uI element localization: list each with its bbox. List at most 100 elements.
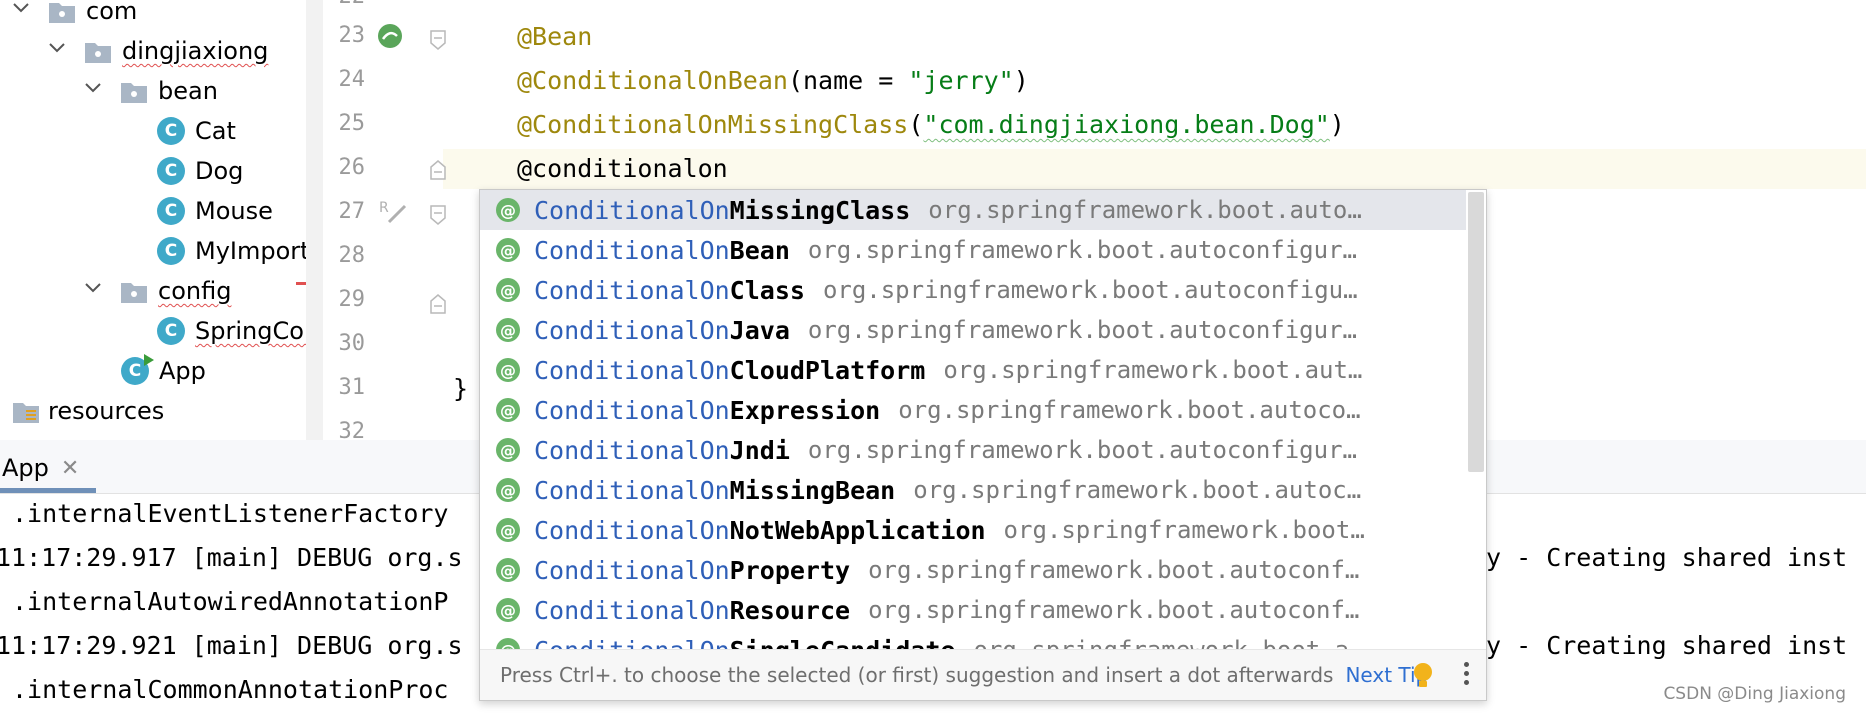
code-line-23: @Bean (517, 22, 592, 51)
code-text: ( (908, 110, 924, 139)
annotation-icon: @ (496, 398, 520, 422)
console-line: .internalAutowiredAnnotationP (12, 587, 449, 616)
annotation: @Bean (517, 22, 593, 51)
fold-marker-icon[interactable] (430, 30, 446, 50)
class-icon: C (157, 157, 185, 185)
tree-item-label: MyImportSe (195, 237, 323, 265)
match-prefix: ConditionalOn (534, 595, 730, 625)
annotation-icon: @ (496, 198, 520, 222)
tab-app[interactable]: App ✕ (0, 444, 79, 492)
tree-item-label: dingjiaxiong (122, 37, 269, 65)
completion-package: org.springframework.boot.autoconf… (868, 596, 1360, 624)
annotation: @ConditionalOnBean (517, 66, 788, 95)
current-line-highlight (323, 149, 1866, 189)
completion-name: Jndi (729, 435, 790, 465)
panel-divider[interactable] (306, 0, 323, 440)
match-prefix: ConditionalOn (534, 355, 730, 385)
tree-item-cat[interactable]: C Cat (157, 112, 236, 150)
tree-item-dingjiaxiong[interactable]: dingjiaxiong (84, 32, 268, 70)
fold-marker-icon[interactable] (430, 160, 446, 180)
completion-name: NotWebApplication (729, 515, 986, 545)
bean-gutter-icon[interactable] (375, 22, 405, 50)
annotation-icon: @ (496, 518, 520, 542)
console-line: 11:17:29.917 [main] DEBUG org.s (0, 543, 463, 572)
match-prefix: ConditionalOn (534, 315, 730, 345)
match-prefix: ConditionalOn (534, 475, 730, 505)
chevron-down-icon[interactable] (80, 72, 108, 110)
tree-item-label: SpringConf (195, 317, 323, 345)
project-tree: com dingjiaxiong bean C Cat C Dog C Mous… (0, 0, 323, 440)
completion-package: org.springframework.boot.auto… (928, 196, 1362, 224)
code-text: ) (1329, 110, 1345, 139)
completion-name: Java (729, 315, 790, 345)
code-line-25: @ConditionalOnMissingClass("com.dingjiax… (517, 110, 1345, 139)
tree-item-label: com (86, 0, 138, 25)
fold-marker-icon[interactable] (430, 205, 446, 225)
lightbulb-icon[interactable] (1412, 662, 1434, 690)
completion-package: org.springframework.boot.autoconfigur… (807, 316, 1357, 344)
completion-package: org.springframework.boot.autoc… (913, 476, 1362, 504)
chevron-down-icon[interactable] (8, 0, 36, 30)
tree-item-mouse[interactable]: C Mouse (157, 192, 273, 230)
tree-item-config[interactable]: config (120, 272, 231, 310)
line-number: 27 (338, 199, 366, 224)
match-prefix: ConditionalOn (534, 515, 730, 545)
chevron-down-icon[interactable] (80, 272, 108, 310)
edit-gutter-icon[interactable]: R (379, 196, 409, 226)
console-line: .internalCommonAnnotationProc (12, 675, 449, 704)
completion-package: org.springframework.boot.autoconfigur… (807, 236, 1357, 264)
annotation-icon: @ (496, 558, 520, 582)
completion-name: Expression (729, 395, 881, 425)
package-folder-icon (49, 3, 75, 23)
line-number: 30 (338, 331, 366, 356)
string-literal: "jerry" (908, 66, 1014, 95)
code-text: ) (1013, 66, 1029, 95)
next-tip-link[interactable]: Next Tip (1345, 663, 1429, 687)
annotation-icon: @ (496, 438, 520, 462)
tree-item-springconfig[interactable]: C SpringConf (157, 312, 323, 350)
line-number: 29 (338, 287, 366, 312)
line-number: 23 (338, 23, 366, 48)
chevron-down-icon[interactable] (44, 32, 72, 70)
tree-item-app[interactable]: C App (121, 352, 206, 390)
completion-name: Resource (729, 595, 851, 625)
completion-package: org.springframework.boot.autoconf… (868, 556, 1360, 584)
annotation-icon: @ (496, 598, 520, 622)
console-line: 11:17:29.921 [main] DEBUG org.s (0, 631, 463, 660)
close-icon[interactable]: ✕ (60, 455, 80, 481)
class-icon: C (157, 117, 185, 145)
match-prefix: ConditionalOn (534, 395, 730, 425)
tree-item-com[interactable]: com (48, 0, 137, 30)
popup-scrollbar[interactable] (1468, 192, 1484, 472)
tree-item-bean[interactable]: bean (120, 72, 218, 110)
annotation-icon: @ (496, 478, 520, 502)
code-line-26[interactable]: @conditionalon (517, 154, 728, 183)
resources-folder-icon (13, 403, 39, 423)
match-prefix: ConditionalOn (534, 195, 730, 225)
completion-name: Class (729, 275, 805, 305)
code-line-31: } (453, 374, 468, 403)
tree-item-resources[interactable]: resources (12, 392, 164, 430)
tree-item-dog[interactable]: C Dog (157, 152, 243, 190)
tab-label: App (2, 454, 49, 482)
tree-item-myimportselector[interactable]: C MyImportSe (157, 232, 323, 270)
footer-hint: Press Ctrl+. to choose the selected (or … (500, 663, 1334, 687)
tree-item-label: resources (48, 397, 165, 425)
fold-marker-icon[interactable] (430, 294, 446, 314)
completion-name: CloudPlatform (729, 355, 926, 385)
match-prefix: ConditionalOn (534, 275, 730, 305)
more-options-icon[interactable] (1464, 662, 1470, 689)
completion-package: org.springframework.boot.aut… (943, 356, 1363, 384)
